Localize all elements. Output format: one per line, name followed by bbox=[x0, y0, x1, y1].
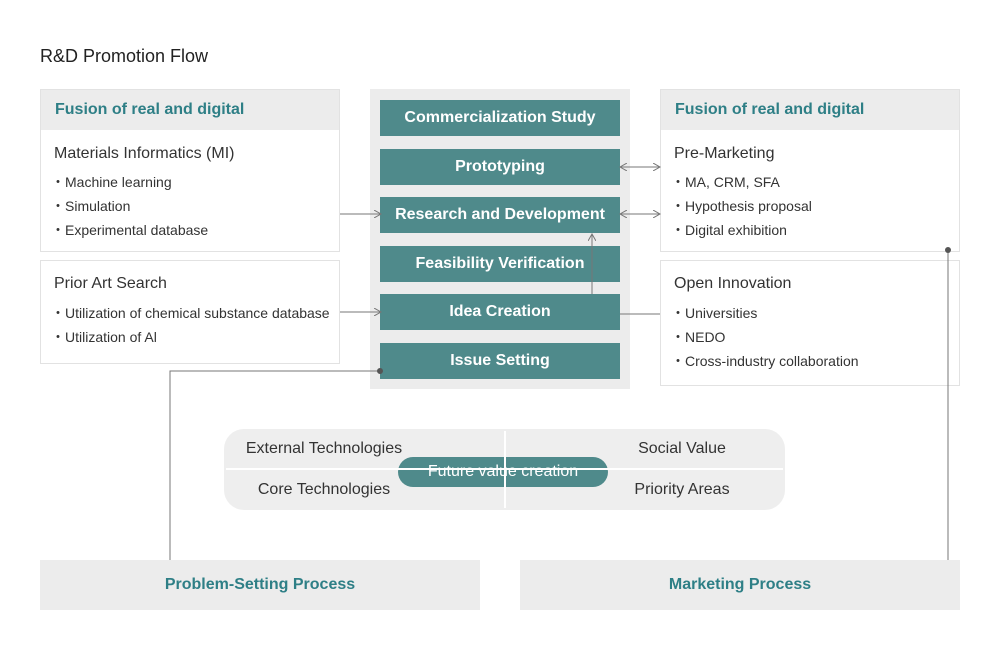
prior-art-item: Utilization of chemical substance databa… bbox=[51, 301, 330, 325]
right-panel-header: Fusion of real and digital bbox=[661, 90, 959, 130]
pre-marketing-item: MA, CRM, SFA bbox=[671, 170, 812, 194]
social-value-label: Social Value bbox=[638, 440, 726, 457]
open-innovation-item: NEDO bbox=[671, 325, 859, 349]
core-technologies-label: Core Technologies bbox=[257, 481, 391, 498]
left-panel-header: Fusion of real and digital bbox=[41, 90, 339, 130]
open-innovation-title: Open Innovation bbox=[674, 275, 792, 292]
line-issue-to-problem-setting bbox=[169, 370, 380, 560]
open-innovation-list: Universities NEDO Cross-industry collabo… bbox=[671, 301, 859, 373]
connector-dot-marketing bbox=[945, 247, 951, 253]
prior-art-item: Utilization of Al bbox=[51, 325, 330, 349]
step-research-and-development: Research and Development bbox=[380, 197, 620, 233]
right-open-innovation-panel: Open Innovation Universities NEDO Cross-… bbox=[660, 260, 960, 386]
mi-item: Experimental database bbox=[51, 218, 208, 242]
step-prototyping: Prototyping bbox=[380, 149, 620, 185]
step-feasibility-verification: Feasibility Verification bbox=[380, 246, 620, 282]
left-prior-art-panel: Prior Art Search Utilization of chemical… bbox=[40, 260, 340, 364]
mi-list: Machine learning Simulation Experimental… bbox=[51, 170, 208, 242]
prior-art-list: Utilization of chemical substance databa… bbox=[51, 301, 330, 349]
priority-areas-label: Priority Areas bbox=[634, 481, 730, 498]
marketing-process: Marketing Process bbox=[520, 560, 960, 610]
left-mi-panel: Fusion of real and digital Materials Inf… bbox=[40, 89, 340, 252]
step-idea-creation: Idea Creation bbox=[380, 294, 620, 330]
pre-marketing-item: Hypothesis proposal bbox=[671, 194, 812, 218]
mi-item: Machine learning bbox=[51, 170, 208, 194]
prior-art-title: Prior Art Search bbox=[54, 275, 167, 292]
mi-item: Simulation bbox=[51, 194, 208, 218]
pre-marketing-list: MA, CRM, SFA Hypothesis proposal Digital… bbox=[671, 170, 812, 242]
open-innovation-item: Cross-industry collaboration bbox=[671, 349, 859, 373]
external-technologies-label: External Technologies bbox=[245, 440, 403, 457]
right-pre-marketing-panel: Fusion of real and digital Pre-Marketing… bbox=[660, 89, 960, 252]
steps-container bbox=[370, 89, 630, 389]
connector-dot-issue bbox=[377, 368, 383, 374]
problem-setting-process: Problem-Setting Process bbox=[40, 560, 480, 610]
mi-title: Materials Informatics (MI) bbox=[54, 145, 235, 162]
pre-marketing-title: Pre-Marketing bbox=[674, 145, 775, 162]
open-innovation-item: Universities bbox=[671, 301, 859, 325]
pre-marketing-item: Digital exhibition bbox=[671, 218, 812, 242]
future-value-creation-pill: Future value creation bbox=[398, 457, 608, 487]
step-issue-setting: Issue Setting bbox=[380, 343, 620, 379]
page-title: R&D Promotion Flow bbox=[40, 46, 209, 66]
step-commercialization-study: Commercialization Study bbox=[380, 100, 620, 136]
